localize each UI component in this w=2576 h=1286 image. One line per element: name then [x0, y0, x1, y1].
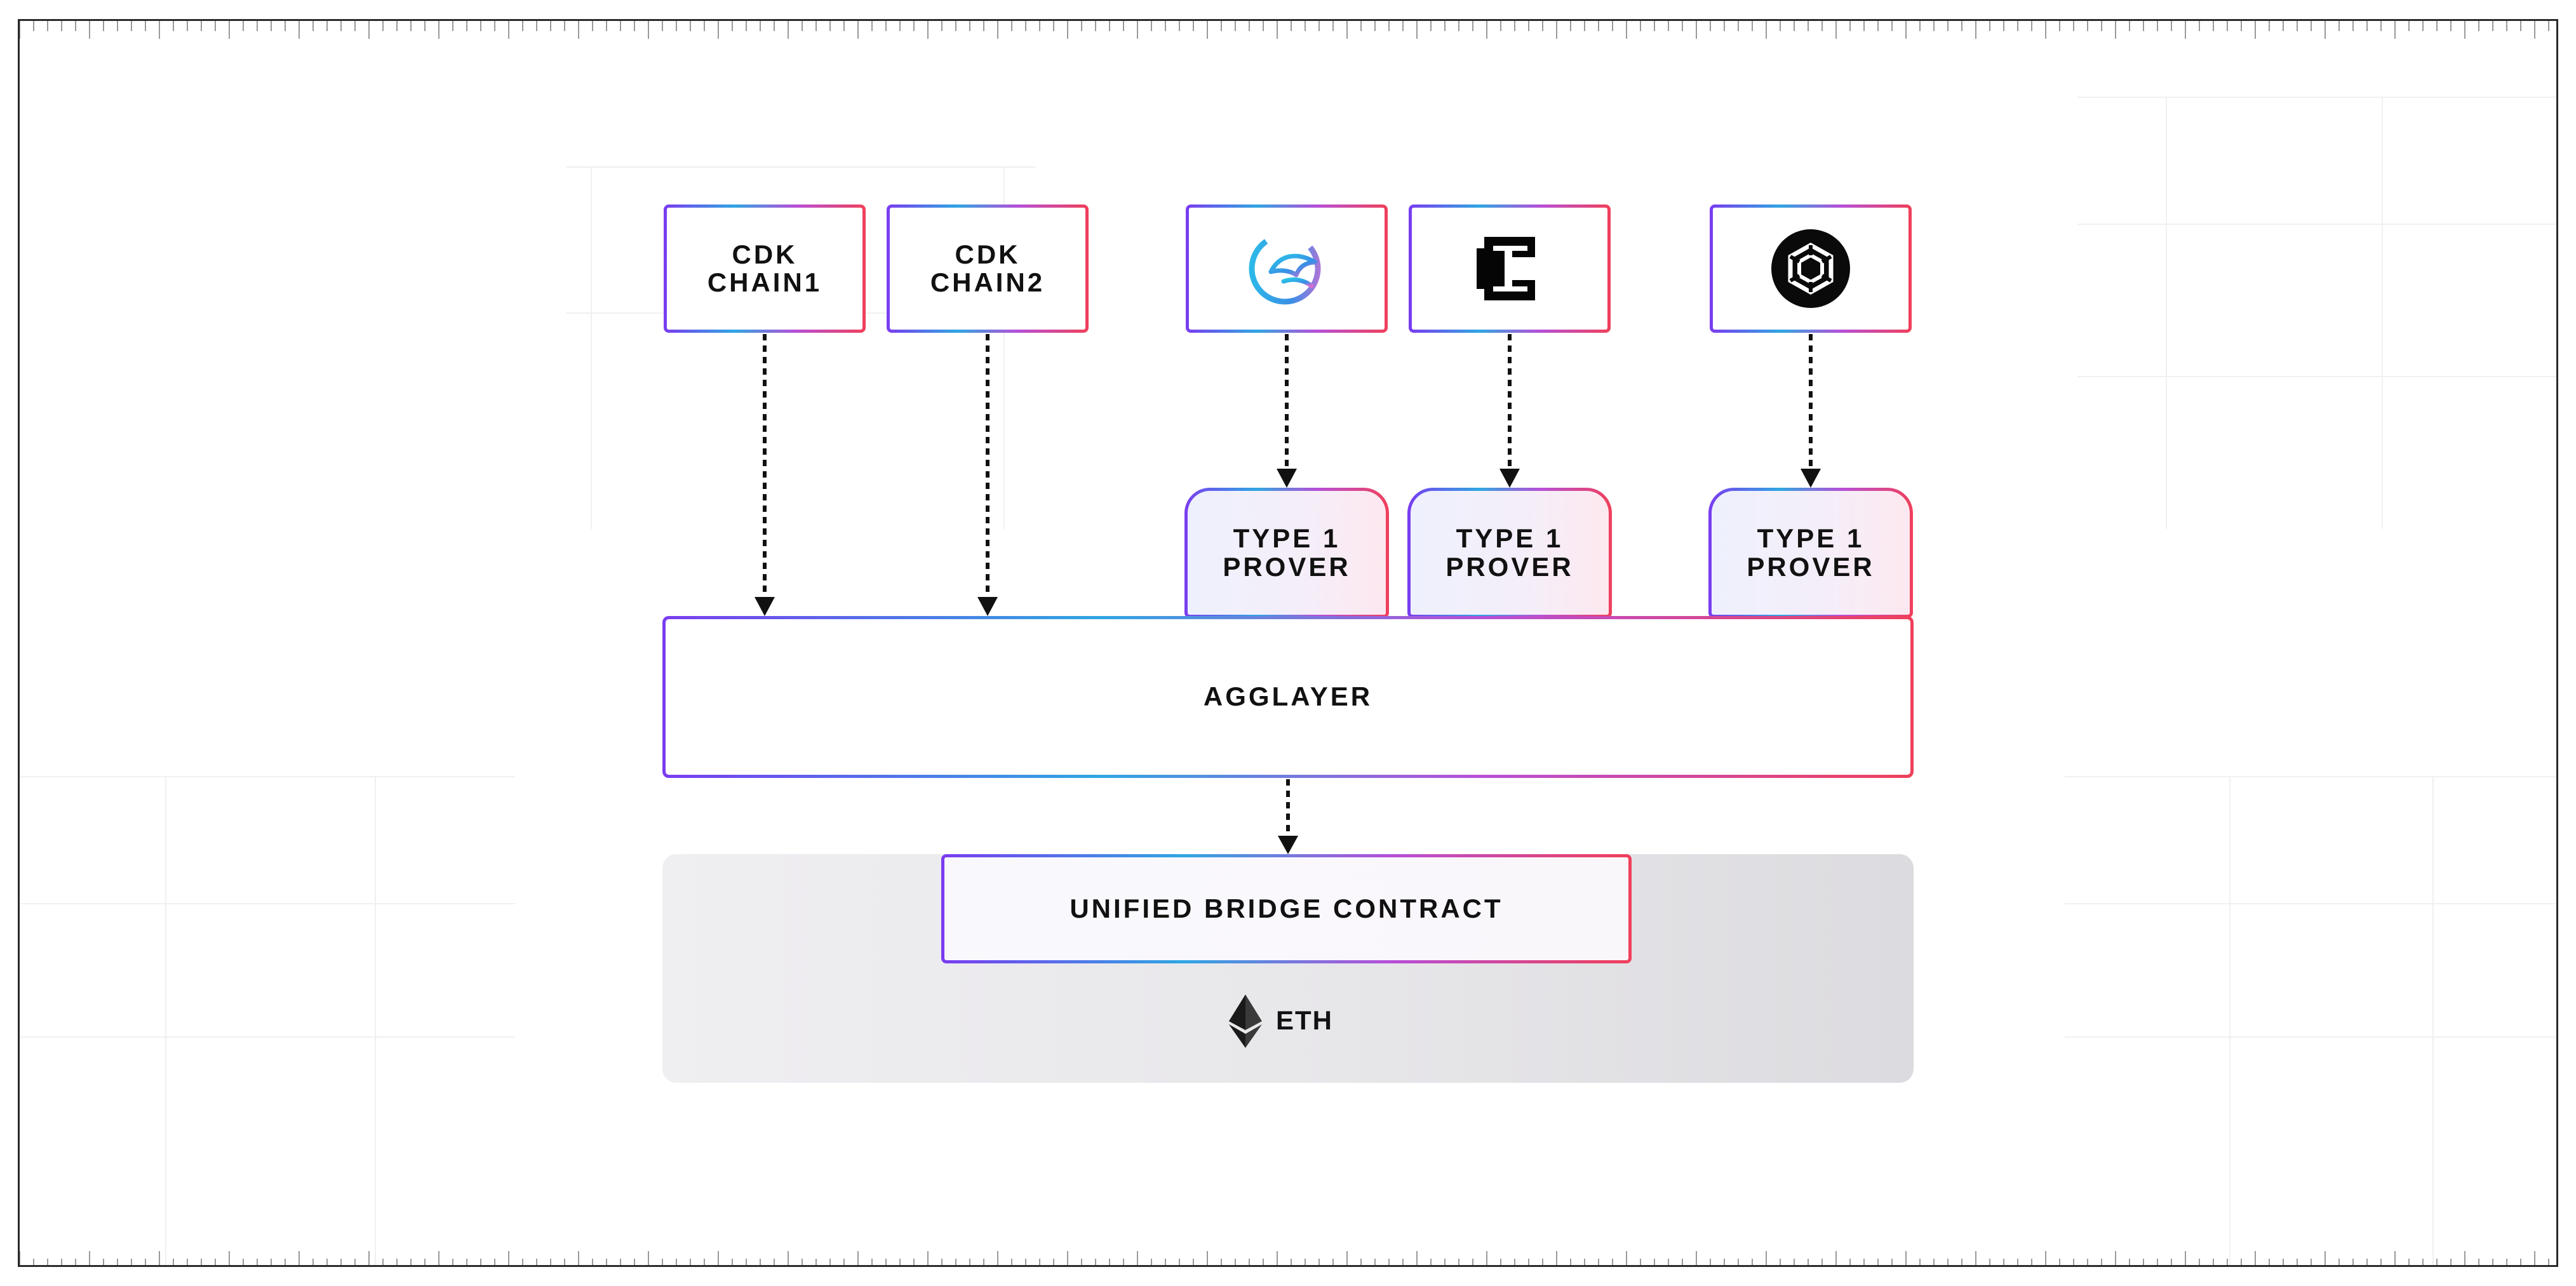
type1-prover-label-1: TYPE 1 PROVER: [1223, 523, 1351, 582]
unified-bridge-contract-label: UNIFIED BRIDGE CONTRACT: [1070, 893, 1503, 923]
type1-prover-box-2: TYPE 1 PROVER: [1407, 488, 1612, 618]
eth-label: ETH: [1276, 1005, 1333, 1036]
type1-prover-box-3: TYPE 1 PROVER: [1708, 488, 1913, 618]
chain-logo-box-1: [1186, 204, 1388, 333]
diagram-frame: [18, 19, 2558, 1267]
gradient-bird-logo-icon: [1249, 232, 1321, 305]
cdk-chain1-box: CDK CHAIN1: [664, 204, 866, 333]
chain-logo-box-2: [1409, 204, 1611, 333]
agglayer-box: AGGLAYER: [662, 616, 1914, 778]
type1-prover-label-3: TYPE 1 PROVER: [1747, 523, 1875, 582]
type1-prover-box-1: TYPE 1 PROVER: [1184, 488, 1389, 618]
cdk-chain2-box: CDK CHAIN2: [887, 204, 1089, 333]
eth-label-group: ETH: [1229, 994, 1333, 1048]
ethereum-diamond-icon: [1229, 994, 1262, 1048]
agglayer-label: AGGLAYER: [1203, 681, 1373, 712]
cdk-chain2-label: CDK CHAIN2: [930, 239, 1045, 297]
hexagon-ring-logo-icon: [1771, 229, 1850, 308]
unified-bridge-contract-box: UNIFIED BRIDGE CONTRACT: [941, 854, 1632, 963]
type1-prover-label-2: TYPE 1 PROVER: [1446, 523, 1574, 582]
cdk-chain1-label: CDK CHAIN1: [707, 239, 822, 297]
chain-logo-box-3: [1710, 204, 1912, 333]
pixel-c-logo-icon: [1477, 237, 1535, 300]
